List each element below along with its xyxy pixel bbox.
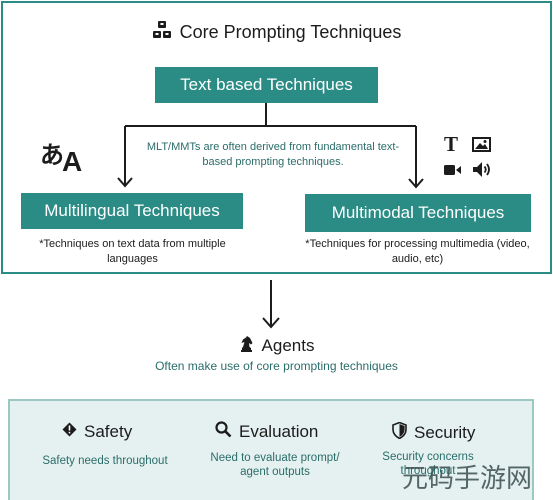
- security-desc: Security concerns throughout: [382, 451, 474, 477]
- agents-title-row: Agents: [0, 335, 553, 357]
- safety-desc: Safety needs throughout: [42, 455, 168, 467]
- chess-knight-icon: [239, 335, 254, 357]
- multimodal-icon-grid: T: [443, 132, 498, 183]
- warning-diamond-icon: [62, 422, 77, 442]
- search-icon: [215, 421, 232, 443]
- core-techniques-frame: [1, 1, 552, 274]
- core-title: Core Prompting Techniques: [179, 21, 402, 42]
- audio-icon: [472, 161, 492, 183]
- watermark-logo-text: 元码手游网: [402, 464, 533, 494]
- multilingual-techniques-box: Multilingual Techniques: [21, 193, 243, 229]
- security-heading: Security: [392, 421, 476, 444]
- text-based-techniques-box: Text based Techniques: [155, 67, 378, 103]
- right-arrowhead: [408, 178, 424, 189]
- multimodal-techniques-box: Multimodal Techniques: [305, 194, 531, 232]
- multimodal-note: *Techniques for processing multimedia (v…: [305, 238, 530, 265]
- safety-title: Safety: [84, 422, 133, 441]
- image-icon: [472, 137, 491, 157]
- security-title: Security: [414, 423, 476, 442]
- down-arrowhead: [262, 317, 280, 329]
- core-title-row: Core Prompting Techniques: [0, 20, 553, 44]
- evaluation-heading: Evaluation: [215, 421, 318, 443]
- language-glyph-native: あ: [40, 141, 64, 169]
- language-glyph-latin: A: [62, 146, 83, 177]
- evaluation-desc: Need to evaluate prompt/ agent outputs: [210, 452, 340, 478]
- video-icon: [443, 163, 462, 182]
- shield-icon: [392, 421, 407, 444]
- cubes-icon: [152, 20, 172, 45]
- agents-title: Agents: [261, 336, 315, 355]
- multilingual-note: *Techniques on text data from multiple l…: [39, 238, 226, 265]
- left-arrowhead: [117, 177, 133, 188]
- text-icon: T: [444, 132, 459, 156]
- agents-subtitle: Often make use of core prompting techniq…: [155, 359, 398, 373]
- safety-heading: Safety: [62, 422, 132, 442]
- language-translate-icon: あ A: [40, 135, 90, 179]
- evaluation-title: Evaluation: [239, 422, 319, 441]
- concerns-panel: [8, 399, 534, 500]
- derived-note: MLT/MMTs are often derived from fundamen…: [146, 141, 400, 168]
